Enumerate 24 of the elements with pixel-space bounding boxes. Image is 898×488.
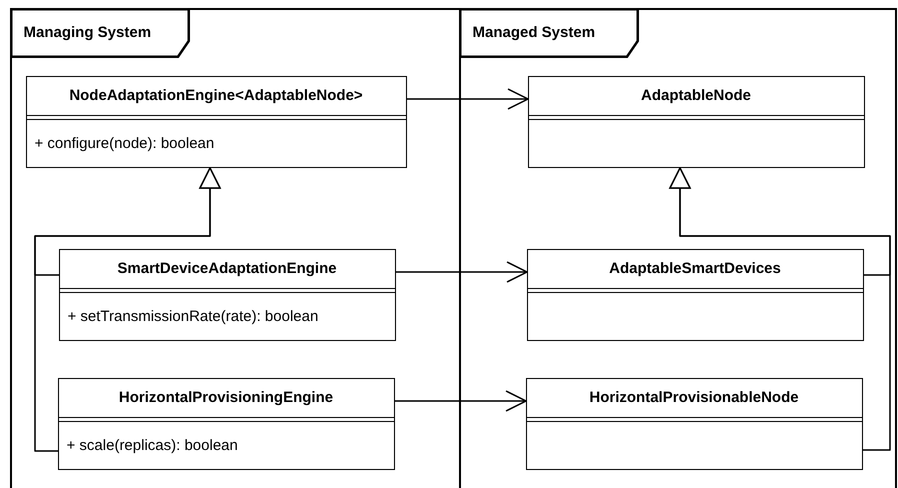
class-name: AdaptableSmartDevices	[609, 260, 781, 277]
frame-title: Managing System	[22, 24, 152, 41]
frame	[459, 8, 897, 488]
method-text: + setTransmissionRate(rate): boolean	[68, 308, 320, 324]
class-box	[26, 76, 406, 168]
generalization-arrow	[34, 167, 221, 452]
frame	[10, 8, 461, 488]
association-arrow	[407, 88, 529, 110]
frame-title: Managed System	[472, 24, 596, 41]
association-arrow	[395, 390, 527, 412]
class-box	[58, 378, 394, 470]
class-name: AdaptableNode	[640, 87, 751, 104]
class-name: HorizontalProvisionableNode	[589, 389, 799, 406]
class-name: NodeAdaptationEngine<AdaptableNode>	[69, 87, 363, 104]
method-text: + configure(node): boolean	[34, 134, 216, 152]
class-box	[526, 378, 862, 470]
class-name: SmartDeviceAdaptationEngine	[117, 260, 337, 277]
class-box	[58, 248, 396, 340]
class-box	[528, 76, 864, 168]
method-text: + scale(replicas): boolean	[66, 436, 239, 454]
generalization-arrow	[669, 167, 891, 451]
class-box	[526, 248, 864, 340]
class-name: HorizontalProvisioningEngine	[118, 389, 334, 406]
association-arrow	[396, 261, 528, 283]
